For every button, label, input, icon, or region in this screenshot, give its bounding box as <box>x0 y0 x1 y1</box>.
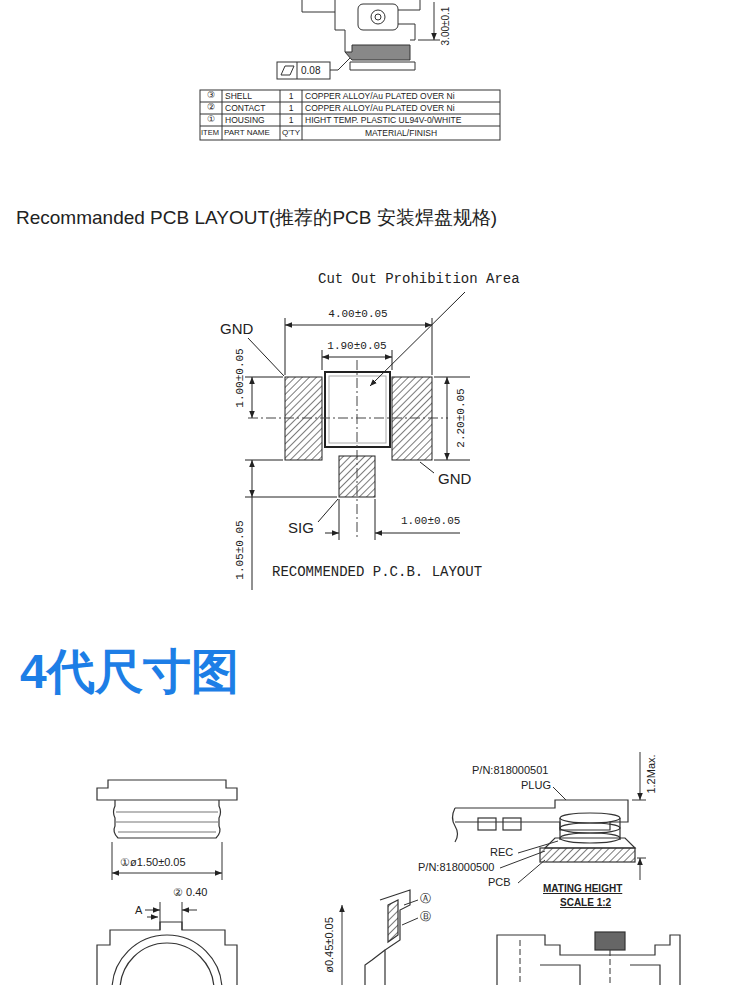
dimension-text: 2.20±0.05 <box>455 388 468 447</box>
dimension-text: ①ø1.50±0.05 <box>120 856 186 869</box>
connector-drawing <box>277 0 440 79</box>
table-cell: 1 <box>289 103 294 113</box>
table-header: MATERIAL/FINISH <box>365 128 437 138</box>
table-cell: HIGHT TEMP. PLASTIC UL94V-0/WHITE <box>305 115 461 125</box>
part-name: PCB <box>488 876 511 889</box>
view-caption: SCALE 1:2 <box>560 897 611 909</box>
dimension-text: 1.2Max. <box>645 754 658 793</box>
dimension-text: 3.00±0.1 <box>440 7 452 46</box>
table-cell: CONTACT <box>225 103 265 113</box>
drawing-caption: RECOMMENDED P.C.B. LAYOUT <box>272 564 482 581</box>
dimension-text: ø0.45±0.05 <box>323 917 336 973</box>
section-drawing <box>342 890 418 985</box>
part-number: P/N:818000501 <box>472 764 548 777</box>
pin-name: GND <box>438 470 471 488</box>
table-cell: SHELL <box>225 91 252 101</box>
table-cell: COPPER ALLOY/Au PLATED OVER Ni <box>305 103 455 113</box>
tolerance-value: 0.08 <box>301 65 320 77</box>
dimension-text: 1.90±0.05 <box>327 340 386 353</box>
table-header: Q'TY <box>282 128 300 138</box>
pin-name: GND <box>220 320 253 338</box>
part-number: P/N:818000500 <box>418 861 494 874</box>
parts-table <box>200 90 500 140</box>
pcb-layout <box>245 292 470 590</box>
dimension-text: 1.00±0.05 <box>401 515 460 528</box>
pin-name: SIG <box>288 519 314 537</box>
dimension-text: 1.05±0.05 <box>234 520 247 579</box>
table-cell: HOUSING <box>225 115 265 125</box>
table-cell: COPPER ALLOY/Au PLATED OVER Ni <box>305 91 455 101</box>
plug-drawing <box>97 780 237 985</box>
table-header: PART NAME <box>224 128 270 138</box>
table-cell: 1 <box>289 91 294 101</box>
part-name: PLUG <box>521 779 551 792</box>
table-cell: 1 <box>289 115 294 125</box>
section-heading: Recommanded PCB LAYOUT(推荐的PCB 安装焊盘规格) <box>16 207 497 230</box>
dimension-text: 1.00±0.05 <box>234 348 247 407</box>
item-number: ③ <box>207 90 215 101</box>
dimension-text: 4.00±0.05 <box>328 308 387 321</box>
table-header: ITEM <box>201 128 219 137</box>
part-name: REC <box>490 846 513 859</box>
callout-letter: Ⓐ <box>420 892 431 905</box>
view-caption: MATING HEIGHT <box>543 883 622 895</box>
view-letter: A <box>135 904 142 917</box>
area-note: Cut Out Prohibition Area <box>318 271 520 288</box>
callout-letter: Ⓑ <box>420 910 431 923</box>
section-heading: 4代尺寸图 <box>20 643 239 701</box>
dimension-text: ② 0.40 <box>173 886 207 899</box>
item-number: ② <box>207 102 215 113</box>
item-number: ① <box>207 114 215 125</box>
